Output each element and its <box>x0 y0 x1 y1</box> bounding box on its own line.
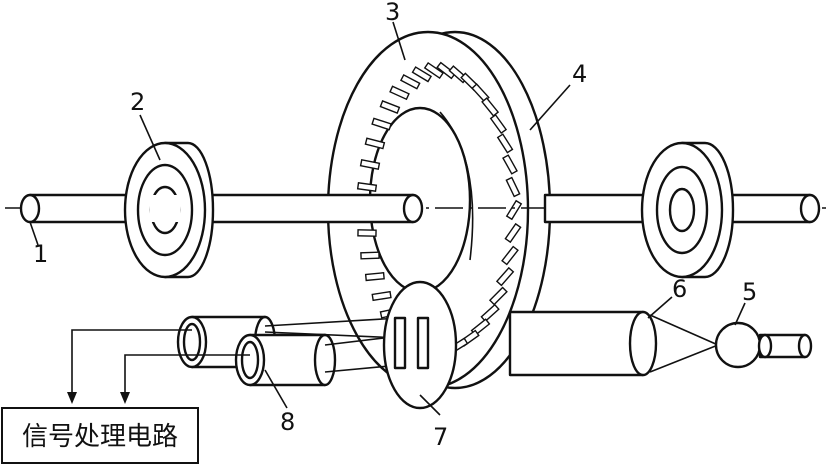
slit <box>502 154 518 175</box>
slit <box>371 290 392 302</box>
slit <box>359 159 381 170</box>
indicator-grating <box>382 280 458 410</box>
slit <box>488 286 508 306</box>
label-light-source: 5 <box>742 278 757 306</box>
signal-processing-label: 信号处理电路 <box>22 422 178 452</box>
label-photo-cells: 8 <box>280 408 295 436</box>
bearing-left <box>123 141 215 279</box>
slit <box>411 66 433 83</box>
slit <box>480 303 500 323</box>
slit <box>504 222 522 244</box>
slit <box>436 61 457 80</box>
slit <box>371 117 392 131</box>
slit <box>495 266 515 287</box>
slit <box>505 176 521 198</box>
slit <box>505 199 523 221</box>
bearing-right <box>640 141 735 279</box>
light-source <box>714 321 813 369</box>
slit <box>423 61 444 80</box>
slit <box>496 133 514 154</box>
slit <box>364 137 386 150</box>
label-lens: 6 <box>672 275 687 303</box>
label-grating: 7 <box>433 423 448 451</box>
label-slits: 3 <box>385 0 400 26</box>
slit <box>389 85 410 101</box>
slit <box>357 229 377 237</box>
slit <box>489 113 508 135</box>
lens-tube <box>508 310 719 377</box>
signal-wires <box>67 329 250 404</box>
slit <box>399 74 421 90</box>
label-disc: 4 <box>572 60 587 88</box>
slit <box>356 182 378 192</box>
label-shaft: 1 <box>33 240 48 268</box>
signal-processing-box: 信号处理电路 <box>1 407 199 464</box>
label-bearing: 2 <box>130 88 145 116</box>
slit <box>364 272 385 282</box>
leader-lines <box>29 21 746 416</box>
slit <box>360 251 380 260</box>
slit <box>481 97 500 117</box>
slit <box>379 100 401 114</box>
slit <box>501 245 519 266</box>
